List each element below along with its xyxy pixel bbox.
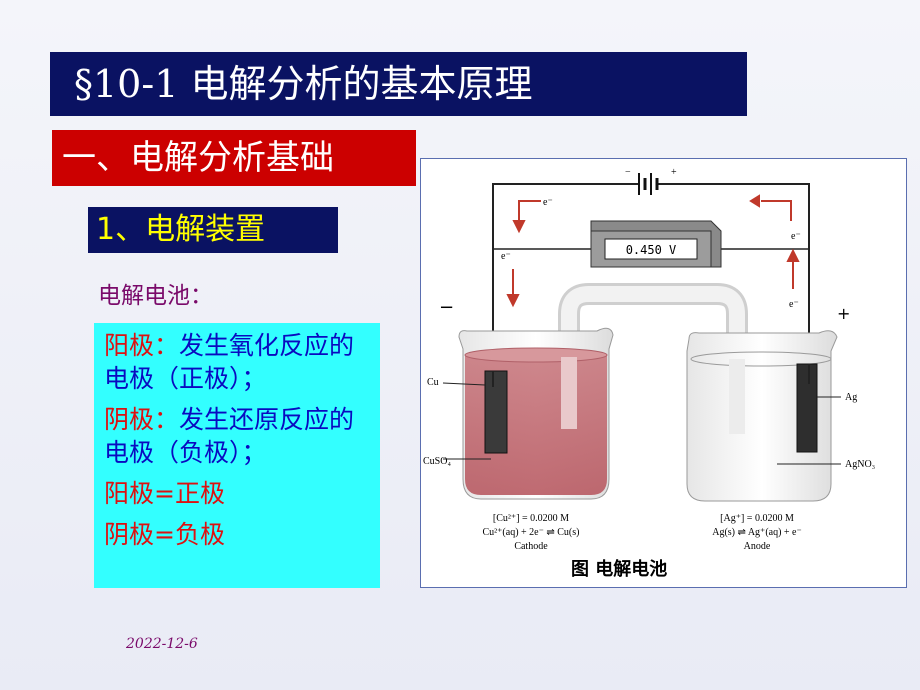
electrolysis-cell-figure: − + 0.450 V e⁻ e⁻ e⁻ e⁻ — [420, 158, 907, 588]
right-beaker — [686, 330, 841, 502]
right-electrode-label: Ag — [845, 392, 857, 403]
cathode-text: 发生还原反应的电极（负极）； — [104, 405, 355, 467]
battery-icon: − + — [625, 167, 677, 195]
left-concentration: [Cu²⁺] = 0.0200 M — [493, 513, 569, 524]
left-reaction: Cu²⁺(aq) + 2e⁻ ⇌ Cu(s) — [482, 527, 579, 538]
silver-electrode — [796, 363, 818, 453]
left-electrode-label: Cu — [427, 377, 439, 388]
electron-label-1: e⁻ — [543, 197, 553, 208]
battery-plus-label: + — [671, 167, 677, 178]
anode-text: 发生氧化反应的电极（正极）； — [104, 331, 355, 393]
definitions-box: 阳极：发生氧化反应的电极（正极）； 阴极：发生还原反应的电极（负极）； 阳极=正… — [94, 323, 380, 588]
anode-equations: [Ag⁺] = 0.0200 M Ag(s) ⇌ Ag⁺(aq) + e⁻ An… — [712, 513, 802, 552]
right-reaction: Ag(s) ⇌ Ag⁺(aq) + e⁻ — [712, 527, 802, 538]
cathode-equations: [Cu²⁺] = 0.0200 M Cu²⁺(aq) + 2e⁻ ⇌ Cu(s)… — [482, 513, 579, 552]
left-solution-label: CuSO₄ — [423, 456, 451, 467]
minus-sign: − — [439, 297, 454, 318]
electron-label-4: e⁻ — [789, 299, 799, 310]
right-concentration: [Ag⁺] = 0.0200 M — [720, 513, 794, 524]
voltmeter: 0.450 V — [590, 220, 722, 268]
right-solution-label: AgNO₃ — [845, 459, 875, 470]
subsection-heading: 1、电解装置 — [88, 207, 338, 253]
cathode-term: 阴极： — [104, 405, 180, 434]
cathode-equals-text: 阴极=负极 — [104, 520, 225, 549]
definition-anode-equals: 阳极=正极 — [104, 477, 374, 510]
definition-cathode: 阴极：发生还原反应的电极（负极）； — [104, 403, 374, 469]
left-role: Cathode — [514, 541, 548, 552]
electrolysis-diagram: − + 0.450 V e⁻ e⁻ e⁻ e⁻ — [423, 167, 875, 552]
plus-sign: + — [837, 304, 850, 323]
figure-caption: 图 电解电池 — [559, 555, 680, 581]
electron-arrows — [506, 194, 800, 308]
definition-anode: 阳极：发生氧化反应的电极（正极）； — [104, 329, 374, 395]
anode-term: 阳极： — [104, 331, 180, 360]
anode-equals-text: 阳极=正极 — [104, 479, 225, 508]
cell-label: 电解电池： — [98, 283, 213, 309]
electron-label-2: e⁻ — [501, 251, 511, 262]
copper-electrode — [484, 370, 508, 454]
left-beaker — [442, 327, 614, 500]
meter-reading: 0.450 V — [626, 243, 677, 257]
definition-cathode-equals: 阴极=负极 — [104, 518, 374, 551]
slide-title: §10-1 电解分析的基本原理 — [50, 52, 747, 116]
section-heading: 一、电解分析基础 — [52, 130, 416, 186]
slide-date: 2022-12-6 — [126, 636, 198, 652]
electron-label-3: e⁻ — [791, 231, 801, 242]
right-role: Anode — [744, 541, 771, 552]
battery-minus-label: − — [625, 167, 631, 178]
